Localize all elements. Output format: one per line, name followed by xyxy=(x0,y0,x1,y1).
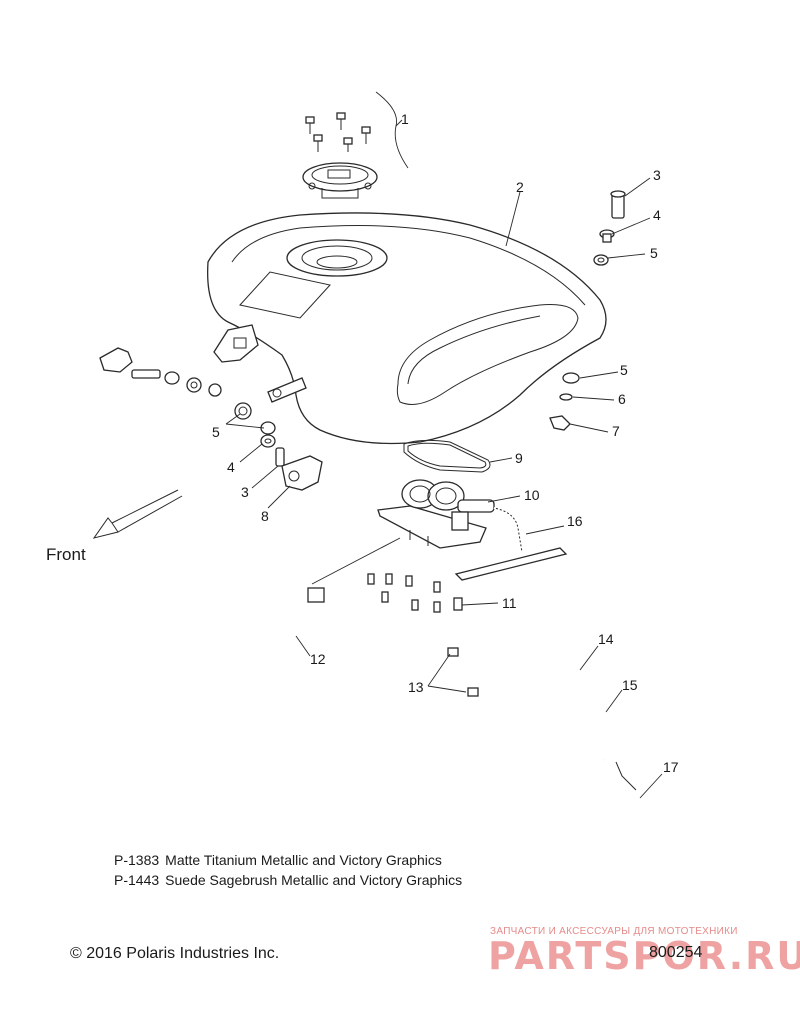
watermark: ЗАПЧАСТИ И АКСЕССУАРЫ ДЛЯ МОТОТЕХНИКИ PA… xyxy=(488,924,800,984)
callout-3a: 3 xyxy=(653,167,661,183)
fuel-cap-assembly xyxy=(302,112,378,199)
drain-line xyxy=(602,759,658,859)
legend-row: P-1383 Matte Titanium Metallic and Victor… xyxy=(114,850,462,870)
callout-5c: 5 xyxy=(212,424,220,440)
legend-code: P-1383 xyxy=(114,852,160,868)
callout-5a: 5 xyxy=(650,245,658,261)
legend-code: P-1443 xyxy=(114,872,160,888)
watermark-logo: PARTSPOR.RU xyxy=(488,934,800,978)
callout-6: 6 xyxy=(618,391,626,407)
callout-16: 16 xyxy=(567,513,583,529)
lower-left-mount xyxy=(281,455,323,491)
callout-2: 2 xyxy=(516,179,524,195)
right-washer xyxy=(599,229,615,243)
vent-clamps xyxy=(447,647,479,697)
copyright: © 2016 Polaris Industries Inc. xyxy=(70,945,280,962)
callout-12: 12 xyxy=(310,651,326,667)
callout-1: 1 xyxy=(401,111,409,127)
callout-8: 8 xyxy=(261,508,269,524)
callout-7: 7 xyxy=(612,423,620,439)
front-label: Front xyxy=(46,545,86,564)
front-left-hardware xyxy=(99,347,222,397)
paint-code-legend: P-1383 Matte Titanium Metallic and Victor… xyxy=(114,850,462,890)
callout-5b: 5 xyxy=(620,362,628,378)
vent-line-14 xyxy=(457,656,586,691)
fuel-pump-harness xyxy=(454,507,568,581)
legend-text: Matte Titanium Metallic and Victory Grap… xyxy=(165,852,442,868)
fuel-pump-gasket xyxy=(403,439,491,473)
legend-row: P-1443 Suede Sagebrush Metallic and Victo… xyxy=(114,870,462,890)
front-arrow xyxy=(92,489,183,539)
callout-4a: 4 xyxy=(653,207,661,223)
legend-text: Suede Sagebrush Metallic and Victory Gra… xyxy=(165,872,463,888)
watermark-tagline: ЗАПЧАСТИ И АКСЕССУАРЫ ДЛЯ МОТОТЕХНИКИ xyxy=(490,926,738,937)
callout-11: 11 xyxy=(502,595,517,611)
callout-13: 13 xyxy=(408,679,424,695)
rear-grommet xyxy=(562,372,580,384)
fuel-pump-screws xyxy=(367,573,463,613)
fuel-tank xyxy=(207,212,607,445)
fuel-hose xyxy=(245,587,325,679)
callout-9: 9 xyxy=(515,450,523,466)
callout-10: 10 xyxy=(524,487,540,503)
callout-1-bracket xyxy=(375,91,409,169)
lower-left-bolt xyxy=(275,447,285,467)
lower-left-grommet xyxy=(234,402,276,435)
right-mount-bolt xyxy=(610,190,626,219)
lower-left-washer xyxy=(260,434,276,448)
rear-washer xyxy=(559,393,573,401)
callout-4b: 4 xyxy=(227,459,235,475)
callout-17: 17 xyxy=(663,759,679,775)
callout-14: 14 xyxy=(598,631,614,647)
diagram-number: 800254 xyxy=(649,944,703,961)
callout-3b: 3 xyxy=(241,484,249,500)
right-grommet xyxy=(593,254,609,266)
fuel-pump-assembly xyxy=(377,479,495,549)
vent-line-15 xyxy=(475,702,606,736)
rear-clip xyxy=(549,415,571,431)
callout-15: 15 xyxy=(622,677,638,693)
